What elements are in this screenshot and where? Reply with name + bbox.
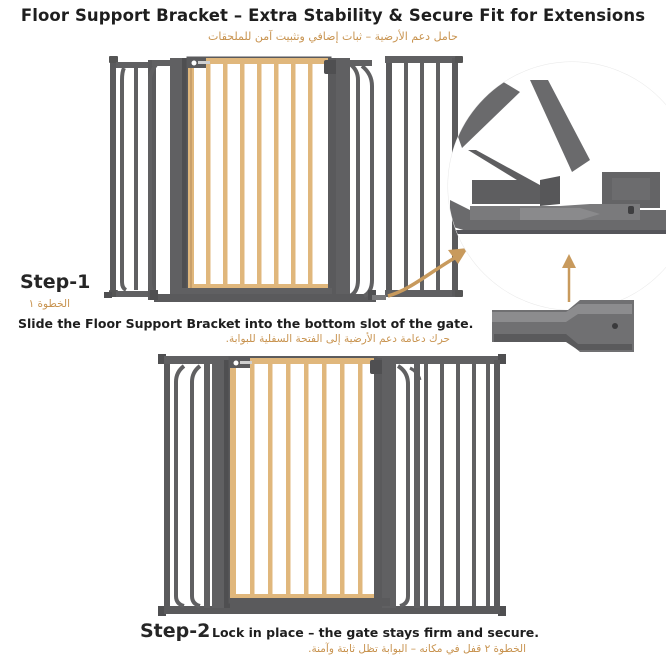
pointer-arrow [387,248,468,298]
step2-instruction: Lock in place – the gate stays firm and … [212,625,540,640]
step1-instruction-arabic: حرك دعامة دعم الأرضية إلى الفتحة السفلية… [225,333,450,345]
up-arrow [562,254,576,302]
step1-instruction: Slide the Floor Support Bracket into the… [18,316,474,331]
page-title: Floor Support Bracket – Extra Stability … [20,6,646,25]
zoom-detail-circle [447,61,666,311]
gate-bottom-illustration [158,354,506,616]
step1-label-arabic: الخطوة ١ [28,298,70,310]
page-title-arabic: حامل دعم الأرضية – ثبات إضافي وتثبيت آمن… [208,30,458,43]
gate-top-illustration [104,56,463,302]
floor-support-bracket [492,300,634,352]
step1-label: Step-1 [20,271,91,293]
main-frame-top [148,56,376,302]
left-extension-top [109,56,152,297]
step2-label: Step-2 [140,620,211,642]
step2-instruction-arabic: الخطوة ٢ قفل في مكانه – البوابة تظل ثابت… [308,643,526,655]
